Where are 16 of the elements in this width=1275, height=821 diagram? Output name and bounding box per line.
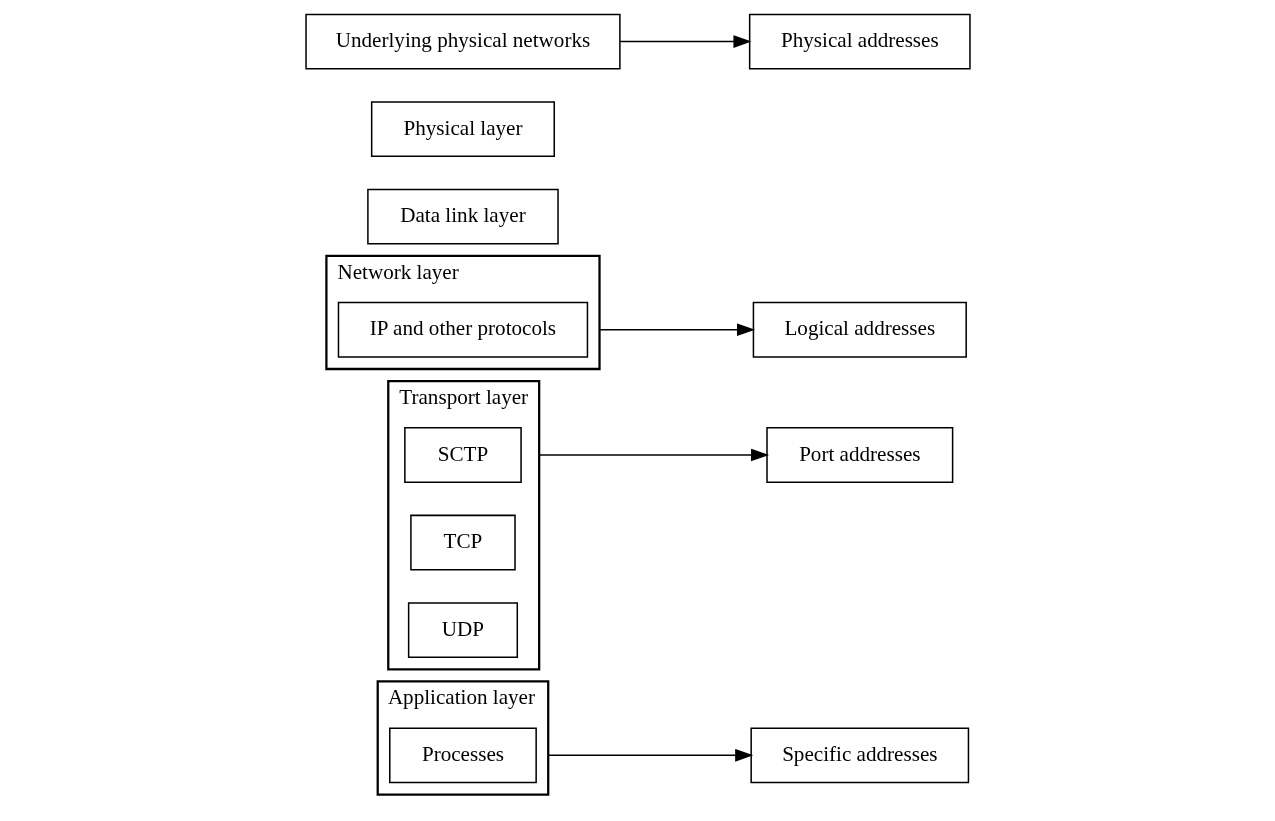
node-box: Underlying physical networks [304,13,621,70]
node-box: TCP [409,514,516,571]
arrow [618,35,752,48]
node-box: Logical addresses [752,301,967,358]
node-box: Processes [388,727,537,784]
arrow [546,748,753,762]
arrow [537,448,769,462]
arrow [598,323,755,337]
node-box: UDP [407,602,518,658]
node-box: Port addresses [765,427,953,483]
node-box: Data link layer [366,188,559,245]
node-box: SCTP [403,427,522,483]
node-box: IP and other protocols [337,301,588,358]
node-box: Physical layer [370,101,555,157]
node-box: Physical addresses [748,13,971,70]
node-box: Specific addresses [749,727,969,784]
